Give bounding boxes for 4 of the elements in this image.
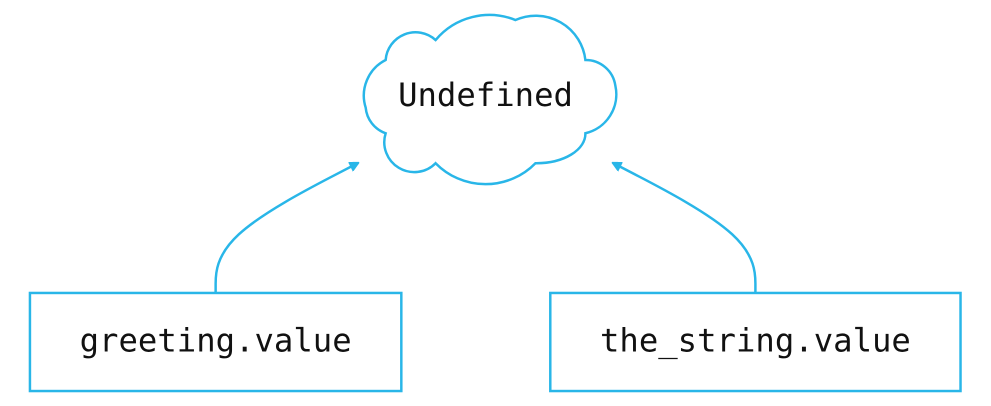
arrow (214, 162, 360, 293)
arrow (612, 162, 757, 293)
node-box (549, 292, 962, 392)
node-box (28, 292, 403, 392)
